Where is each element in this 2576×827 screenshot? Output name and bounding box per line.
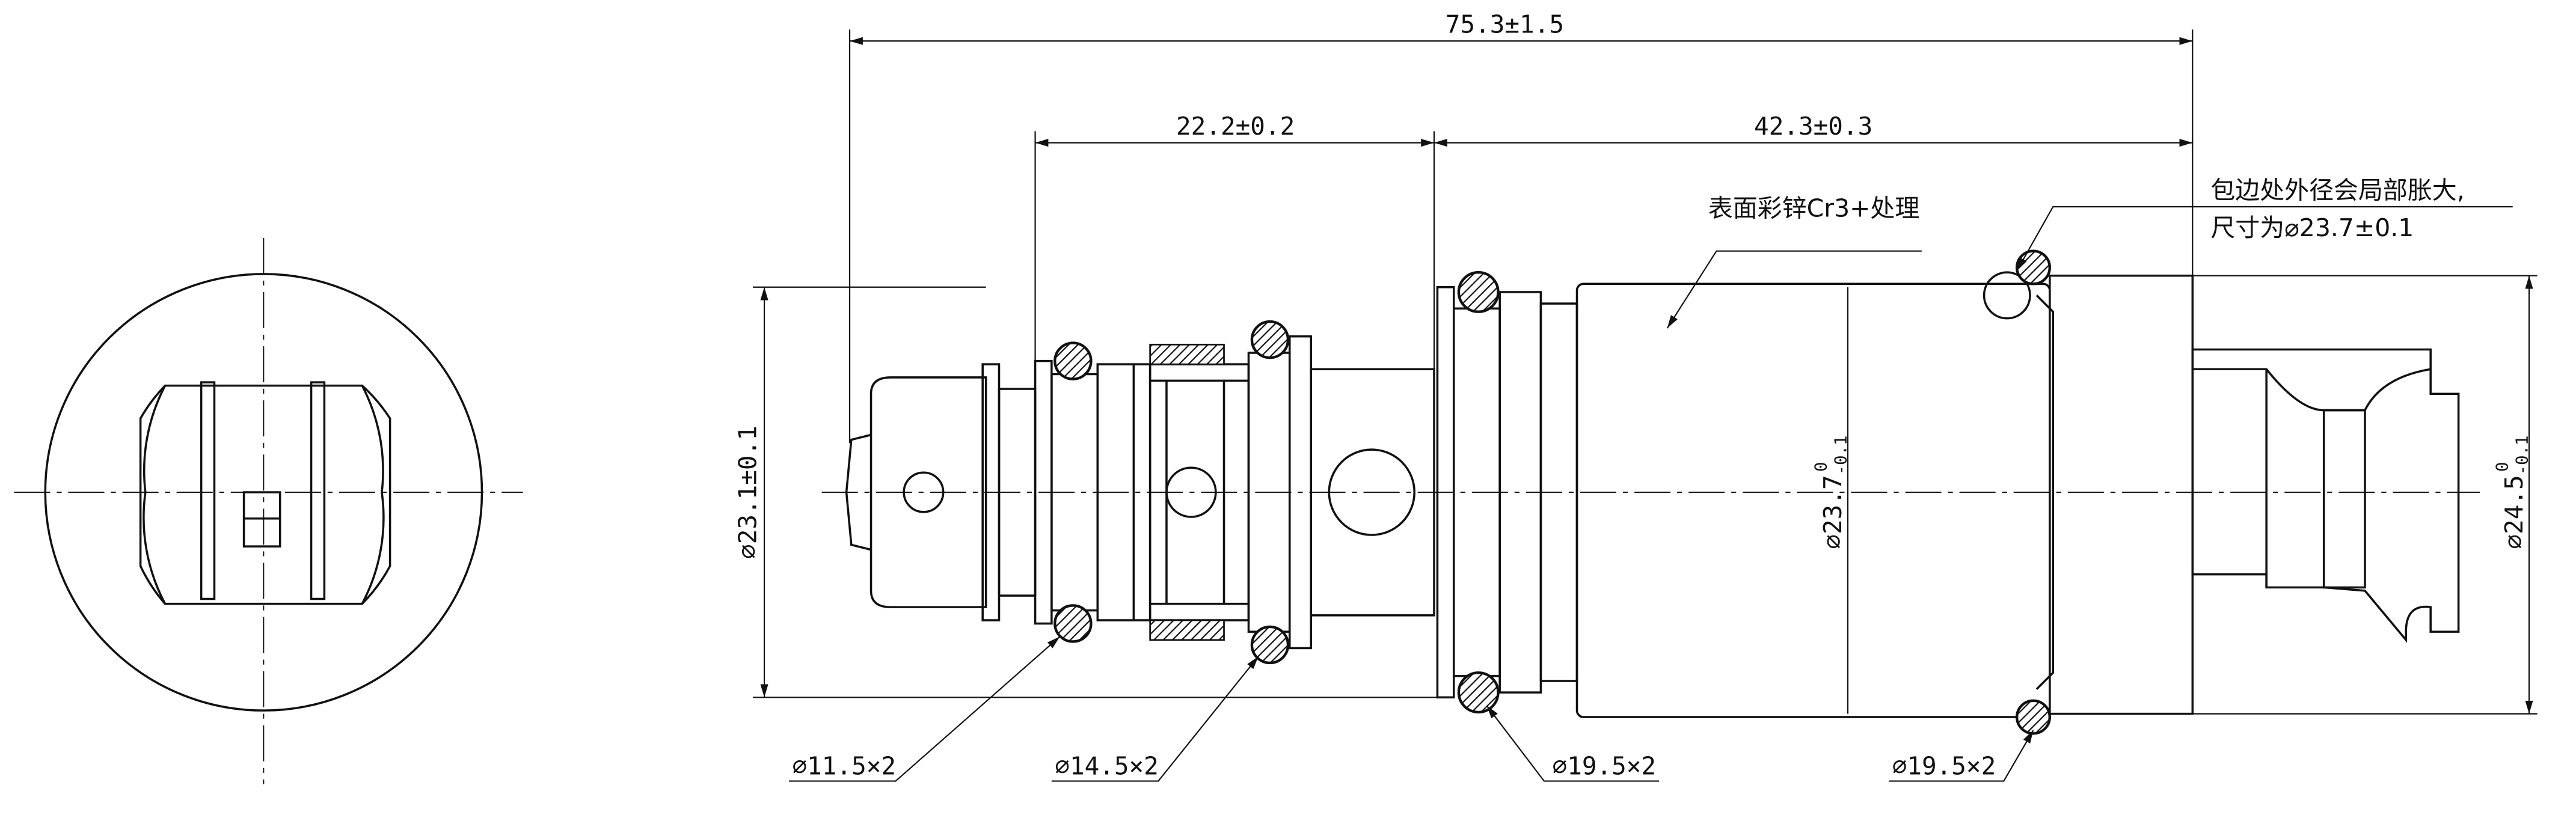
crimp-note-line1: 包边处外径会局部胀大, — [2210, 175, 2464, 204]
rear-length-dim: 42.3±0.3 — [1754, 112, 1872, 141]
notes: 表面彩锌Cr3+处理 包边处外径会局部胀大, 尺寸为⌀23.7±0.1 — [1666, 175, 2513, 329]
overall-length-dim: 75.3±1.5 — [1446, 10, 1564, 39]
dimensions: 75.3±1.5 22.2±0.2 42.3±0.3 ⌀23.1±0.1 ⌀23… — [733, 10, 2538, 715]
o-ring-label-3: ⌀19.5×2 — [1553, 752, 1657, 781]
crimp-note-line2: 尺寸为⌀23.7±0.1 — [2210, 213, 2414, 242]
surface-treatment-note: 表面彩锌Cr3+处理 — [1708, 194, 1919, 222]
side-view — [821, 271, 2480, 718]
front-length-dim: 22.2±0.2 — [1176, 112, 1295, 141]
o-ring-labels: ⌀11.5×2 ⌀14.5×2 ⌀19.5×2 ⌀19.5×2 — [789, 636, 2034, 782]
o-ring-sections — [1053, 249, 2051, 735]
front-diameter-dim: ⌀23.1±0.1 — [733, 426, 762, 559]
o-ring-label-1: ⌀11.5×2 — [792, 752, 896, 781]
body-diameter-dim: ⌀23.70-0.1 — [1812, 436, 1850, 549]
o-ring-label-4: ⌀19.5×2 — [1892, 752, 1996, 781]
end-view — [14, 237, 523, 785]
o-ring-label-2: ⌀14.5×2 — [1055, 752, 1159, 781]
rear-diameter-dim: ⌀24.50-0.1 — [2494, 436, 2532, 549]
